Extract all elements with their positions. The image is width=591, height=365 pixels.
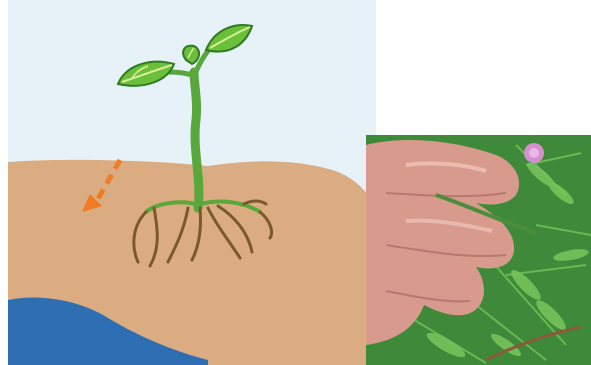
hand-photo: [366, 135, 591, 365]
plant-stem: [194, 72, 199, 208]
seedling-diagram: [8, 0, 376, 365]
hand-photo-svg: [366, 135, 591, 365]
seedling-svg: [8, 0, 376, 365]
flower-icon: [524, 143, 544, 163]
